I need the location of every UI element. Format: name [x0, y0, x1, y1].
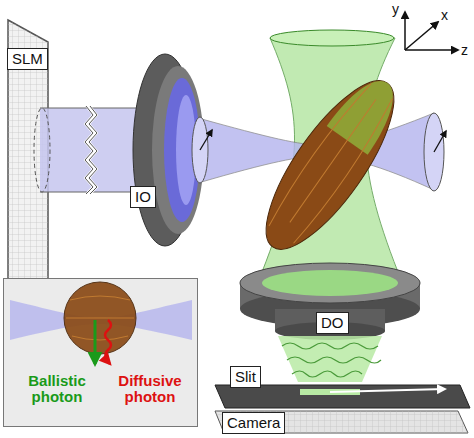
axis-label: y — [392, 2, 399, 16]
photon-label: Diffusive photon — [108, 373, 192, 405]
slit-label: Slit — [230, 366, 261, 388]
axis-label: z — [461, 43, 468, 57]
part-label: DO — [321, 314, 344, 331]
part-label: Camera — [227, 414, 280, 431]
part-label: SLM — [12, 50, 43, 67]
objective-label: IO — [130, 186, 156, 208]
photon-label: Ballistic photon — [18, 373, 96, 405]
part-label: Slit — [235, 368, 256, 385]
slm-label: SLM — [7, 48, 48, 70]
camera-label: Camera — [222, 412, 285, 434]
part-label: IO — [135, 188, 151, 205]
objective-label: DO — [316, 312, 349, 334]
inset-panel: Ballistic photon Diffusive photon — [3, 278, 198, 427]
axis-label: x — [441, 8, 448, 22]
